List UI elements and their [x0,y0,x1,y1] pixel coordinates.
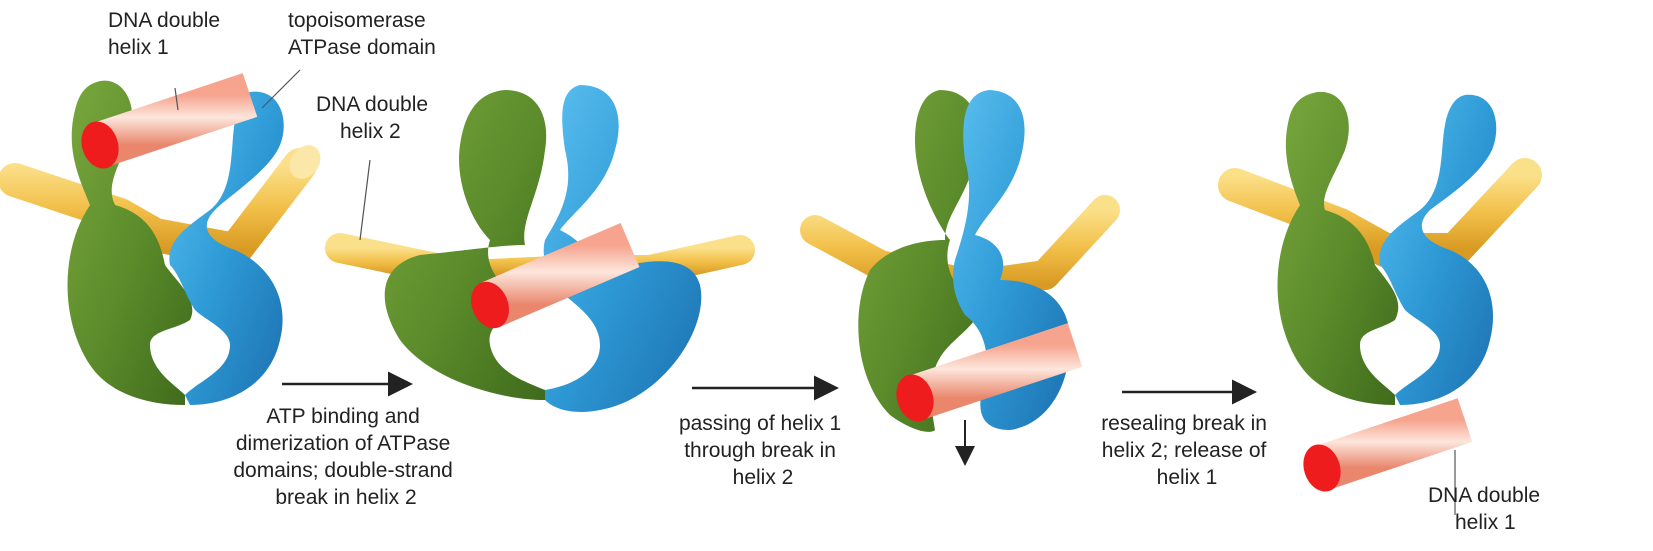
dna-helix-2 [1235,175,1525,250]
label-helix-1-top: DNA double helix 1 [108,9,226,59]
panel-1-open-clamp [15,81,327,405]
step-1-caption: ATP binding and dimerization of ATPase d… [233,405,458,509]
dna-helix-2 [15,165,300,250]
step-3-caption: resealing break in helix 2; release of h… [1101,412,1273,489]
label-helix-2: DNA double helix 2 [316,93,434,143]
step-2-caption: passing of helix 1 through break in heli… [679,412,847,489]
green-subunit [385,90,546,400]
label-atpase-domain: topoisomerase ATPase domain [288,9,436,59]
blue-subunit [1379,95,1496,405]
dna-helix-1 [1322,420,1465,468]
panel-4-released [1235,92,1525,496]
leader-atpase [262,70,300,108]
label-helix-1-bottom: DNA double helix 1 [1428,484,1546,534]
panel-3-passing [815,90,1105,462]
leader-helix-2 [360,160,370,240]
